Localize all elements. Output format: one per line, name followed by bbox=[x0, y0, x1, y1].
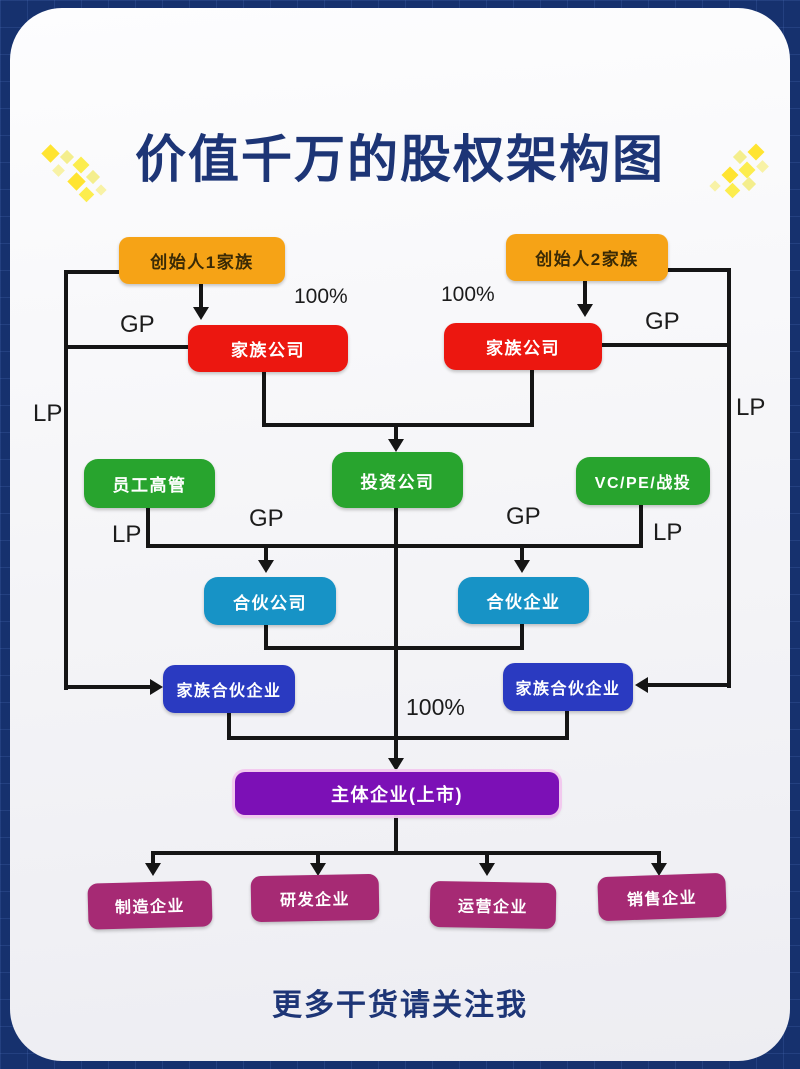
edge-partnership-merge bbox=[264, 646, 524, 650]
edge-label-lp-mid-left: LP bbox=[112, 521, 142, 548]
edge-fam-partner-merge bbox=[227, 736, 569, 740]
arrowhead-founder2-down bbox=[577, 304, 593, 317]
edge-label-lp-left: LP bbox=[33, 400, 63, 427]
arrowhead-into-partnership-company bbox=[258, 560, 274, 573]
arrowhead-into-partnership-enterprise bbox=[514, 560, 530, 573]
edge-partnership-ent-down bbox=[520, 623, 524, 650]
node-family-company-right: 家族公司 bbox=[444, 323, 602, 370]
arrowhead-into-operations bbox=[479, 863, 495, 876]
edge-right-spine bbox=[727, 268, 731, 688]
edge-to-investment bbox=[394, 423, 398, 441]
edge-label-gp-mid-right: GP bbox=[506, 503, 541, 530]
arrowhead-into-main-company bbox=[388, 758, 404, 771]
edge-fam-partner-left-down bbox=[227, 712, 231, 740]
edge-to-partnership-company bbox=[264, 548, 268, 562]
arrowhead-into-investment bbox=[388, 439, 404, 452]
arrowhead-into-family-partnership-right bbox=[635, 677, 648, 693]
edge-label-gp-top-left: GP bbox=[120, 311, 155, 338]
edge-founder1-left-stub bbox=[64, 270, 122, 274]
node-main-company: 主体企业(上市) bbox=[235, 772, 559, 815]
edge-to-manufacturing bbox=[151, 851, 155, 865]
node-manufacturing: 制造企业 bbox=[87, 880, 213, 930]
edge-to-operations bbox=[485, 851, 489, 865]
edge-vc-down bbox=[639, 505, 643, 548]
edge-family-left-down bbox=[262, 372, 266, 427]
edge-subsidiary-bus bbox=[151, 851, 661, 855]
arrowhead-into-rnd bbox=[310, 863, 326, 876]
edge-family-merge bbox=[262, 423, 534, 427]
node-vc-pe: VC/PE/战投 bbox=[576, 457, 710, 505]
edge-mid-bus bbox=[146, 544, 643, 548]
node-partnership-enterprise: 合伙企业 bbox=[458, 577, 589, 624]
edge-founder1-down bbox=[199, 284, 203, 308]
edge-founder2-down bbox=[583, 281, 587, 305]
node-rnd: 研发企业 bbox=[250, 873, 380, 923]
node-employees-executives: 员工高管 bbox=[84, 459, 215, 508]
node-operations: 运营企业 bbox=[429, 880, 557, 930]
edge-partnership-co-down bbox=[264, 624, 268, 650]
edge-family-right-down bbox=[530, 370, 534, 427]
edge-founder2-right-stub bbox=[667, 268, 731, 272]
edge-gp-left bbox=[64, 345, 190, 349]
edge-to-rnd bbox=[316, 851, 320, 865]
edge-center-spine bbox=[394, 508, 398, 760]
edge-lp-left-arrow bbox=[64, 685, 150, 689]
edge-left-spine bbox=[64, 270, 68, 690]
edge-label-100-left: 100% bbox=[294, 285, 348, 308]
node-partnership-company: 合伙公司 bbox=[204, 577, 336, 625]
arrowhead-into-sales bbox=[651, 863, 667, 876]
node-founder2-family: 创始人2家族 bbox=[506, 234, 668, 281]
edge-gp-right bbox=[601, 343, 731, 347]
edge-main-down bbox=[394, 815, 398, 855]
edge-label-100-right: 100% bbox=[441, 283, 495, 306]
arrowhead-into-manufacturing bbox=[145, 863, 161, 876]
edge-label-lp-right: LP bbox=[736, 394, 766, 421]
node-family-company-left: 家族公司 bbox=[188, 325, 348, 372]
edge-label-gp-top-right: GP bbox=[645, 308, 680, 335]
arrowhead-founder1-down bbox=[193, 307, 209, 320]
node-founder1-family: 创始人1家族 bbox=[119, 237, 285, 284]
edge-to-sales bbox=[657, 851, 661, 865]
node-sales: 销售企业 bbox=[597, 872, 727, 922]
node-investment-company: 投资公司 bbox=[332, 452, 463, 508]
edge-lp-right-arrow bbox=[648, 683, 731, 687]
footer-cta: 更多干货请关注我 bbox=[272, 989, 528, 1022]
edge-fam-partner-right-down bbox=[565, 710, 569, 740]
edge-to-partnership-enterprise bbox=[520, 548, 524, 562]
edge-label-gp-mid-left: GP bbox=[249, 505, 284, 532]
edge-employees-down bbox=[146, 506, 150, 548]
edge-label-lp-mid-right: LP bbox=[653, 519, 683, 546]
arrowhead-into-family-partnership-left bbox=[150, 679, 163, 695]
edge-label-100-center: 100% bbox=[406, 694, 465, 720]
page-title: 价值千万的股权架构图 bbox=[134, 131, 665, 188]
node-family-partnership-left: 家族合伙企业 bbox=[163, 665, 295, 713]
node-family-partnership-right: 家族合伙企业 bbox=[503, 663, 633, 711]
